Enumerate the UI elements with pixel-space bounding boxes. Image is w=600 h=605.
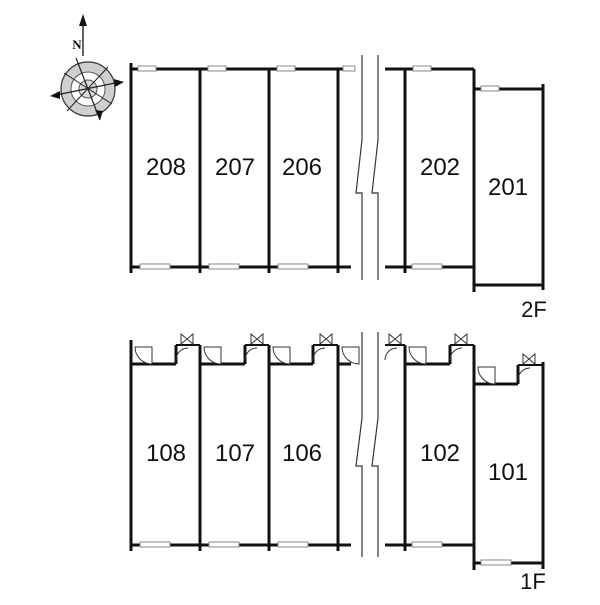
room-label: 207 bbox=[215, 154, 255, 181]
north-arrow-icon bbox=[79, 14, 87, 26]
room-label: 102 bbox=[420, 440, 460, 467]
compass-icon: N bbox=[50, 14, 124, 121]
floor-2f-plan bbox=[129, 55, 545, 292]
floor-label-1f: 1F bbox=[520, 569, 546, 594]
room-label: 106 bbox=[282, 440, 322, 467]
room-label: 206 bbox=[282, 154, 322, 181]
compass-north-label: N bbox=[72, 37, 82, 52]
room-label: 202 bbox=[420, 154, 460, 181]
room-label: 101 bbox=[488, 459, 528, 486]
floor-1f-plan bbox=[129, 332, 545, 570]
room-label: 107 bbox=[215, 440, 255, 467]
room-label: 201 bbox=[488, 174, 528, 201]
floor-label-2f: 2F bbox=[521, 297, 547, 322]
room-label: 108 bbox=[146, 440, 186, 467]
room-label: 208 bbox=[146, 154, 186, 181]
